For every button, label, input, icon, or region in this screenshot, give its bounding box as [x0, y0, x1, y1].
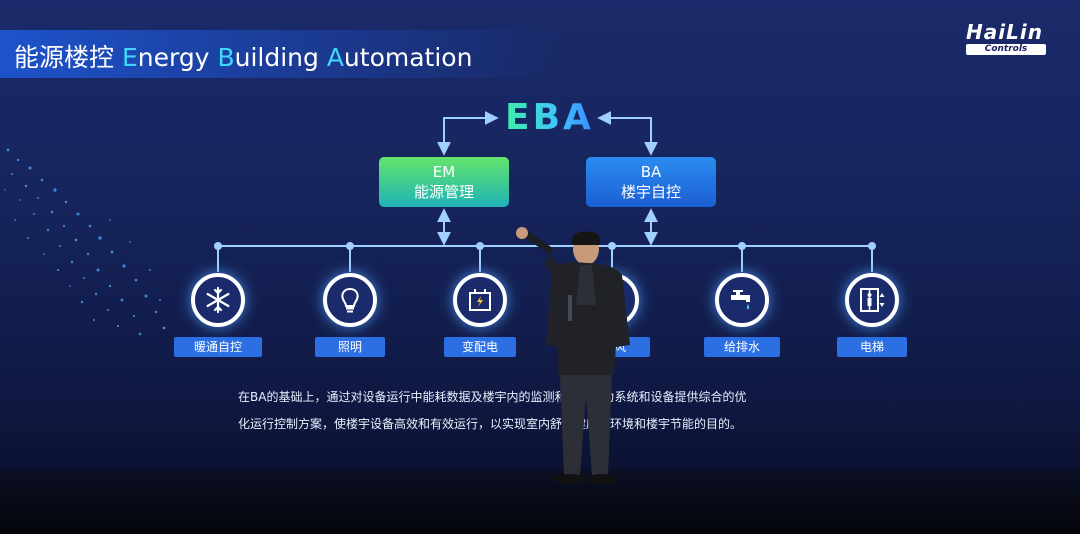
em-energy-management-box: EM 能源管理	[379, 157, 509, 207]
title-capital-letter: A	[326, 43, 344, 72]
title-capital-letter: B	[217, 43, 235, 72]
ba-line2: 楼宇自控	[620, 183, 681, 201]
projection-screen	[0, 0, 1080, 470]
em-line1: EM	[432, 163, 456, 181]
eba-heading: EBA	[505, 97, 594, 138]
presenter	[516, 227, 630, 484]
stage-floor	[0, 470, 1080, 534]
system-label-power-distribution: 变配电	[444, 337, 516, 357]
ba-line1: BA	[640, 163, 662, 181]
ba-building-automation-box: BA 楼宇自控	[586, 157, 716, 207]
description-line-2: 化运行控制方案，使楼宇设备高效和有效运行，以实现室内舒适健康的环境和楼宇节能的目…	[238, 417, 743, 431]
elevator-icon	[845, 273, 899, 327]
title-capital-letter: E	[121, 43, 138, 72]
lightbulb-icon	[323, 273, 377, 327]
em-line2: 能源管理	[413, 183, 474, 201]
particle-wave-decoration	[4, 148, 166, 336]
system-label-lighting: 照明	[315, 337, 385, 357]
system-label-elevator: 电梯	[837, 337, 907, 357]
system-label-hvac: 暖通自控	[174, 337, 262, 357]
title-text-part: utomation	[343, 43, 473, 72]
logo-main-text: HaiLin	[966, 20, 1043, 44]
logo-sub-text: Controls	[966, 44, 1046, 55]
company-logo: HaiLin Controls	[966, 22, 1056, 58]
description-line-1: 在BA的基础上，通过对设备运行中能耗数据及楼宇内的监测和分析，为系统和设备提供综…	[238, 390, 747, 404]
system-label-water-supply: 给排水	[704, 337, 780, 357]
title-text-part: 能源楼控	[14, 43, 122, 72]
snowflake-icon	[191, 273, 245, 327]
title-bar-background	[0, 30, 560, 78]
title-text-part: nergy	[137, 43, 218, 72]
transformer-icon	[453, 273, 507, 327]
slide-title: 能源楼控 Energy Building Automation	[14, 38, 472, 74]
water-tap-icon	[715, 273, 769, 327]
title-text-part: uilding	[234, 43, 327, 72]
